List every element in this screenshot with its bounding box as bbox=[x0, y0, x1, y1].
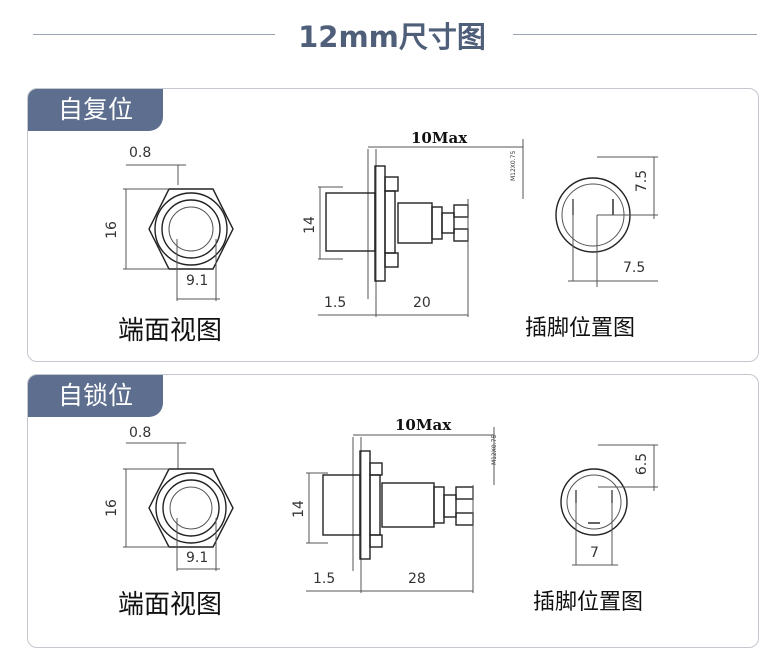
pin-dim-v: 7.5 bbox=[634, 170, 650, 192]
pin-view: 6.5 7 插脚位置图 bbox=[533, 444, 658, 615]
pin-dim-h: 7 bbox=[590, 545, 599, 561]
front-view: 0.8 16 9.1 端面视图 bbox=[104, 425, 234, 620]
header-line-left bbox=[33, 34, 275, 35]
pin-view: 7.5 7.5 插脚位置图 bbox=[525, 156, 658, 341]
dimension-drawing: 0.8 16 9.1 端面视图 10Max M12X0.75 bbox=[104, 129, 658, 346]
dim-length: 28 bbox=[408, 571, 426, 587]
dim-height: 14 bbox=[302, 216, 318, 234]
pin-dim-v: 6.5 bbox=[634, 453, 650, 475]
pin-caption: 插脚位置图 bbox=[533, 590, 643, 615]
dim-left: 16 bbox=[104, 499, 120, 517]
dim-length: 20 bbox=[413, 295, 431, 311]
dim-left: 16 bbox=[104, 221, 120, 239]
section-tag: 自锁位 bbox=[28, 375, 164, 417]
dim-top: 0.8 bbox=[129, 145, 151, 161]
side-view: 10Max M12X0.75 14 1.5 20 bbox=[302, 129, 524, 317]
dim-bottom: 9.1 bbox=[186, 273, 208, 289]
section-tag: 自复位 bbox=[28, 89, 164, 131]
dim-height: 14 bbox=[291, 500, 307, 518]
dim-flange: 1.5 bbox=[313, 571, 335, 587]
dim-flange: 1.5 bbox=[324, 295, 346, 311]
panel-self-reset: 自复位 0.8 16 9.1 端面视图 10Max M12X0.75 bbox=[27, 88, 759, 362]
panel-self-lock: 自锁位 0.8 16 9.1 端面视图 10Max M12X0.75 bbox=[27, 374, 759, 648]
dim-bottom: 9.1 bbox=[186, 550, 208, 566]
front-caption: 端面视图 bbox=[118, 590, 222, 620]
dim-top: 0.8 bbox=[129, 425, 151, 441]
front-view: 0.8 16 9.1 端面视图 bbox=[104, 145, 234, 346]
thread-label: M12X0.75 bbox=[510, 151, 517, 181]
pin-dim-h: 7.5 bbox=[623, 260, 645, 276]
max-label: 10Max bbox=[395, 416, 452, 434]
side-view: 10Max M12X0.75 14 1.5 28 bbox=[291, 416, 498, 593]
page-title: 12mm尺寸图 bbox=[298, 20, 486, 54]
header: 12mm尺寸图 bbox=[0, 0, 784, 70]
pin-caption: 插脚位置图 bbox=[525, 316, 635, 341]
header-line-right bbox=[513, 34, 757, 35]
front-caption: 端面视图 bbox=[118, 316, 222, 346]
max-label: 10Max bbox=[411, 129, 468, 147]
dimension-drawing: 0.8 16 9.1 端面视图 10Max M12X0.75 bbox=[104, 416, 658, 620]
